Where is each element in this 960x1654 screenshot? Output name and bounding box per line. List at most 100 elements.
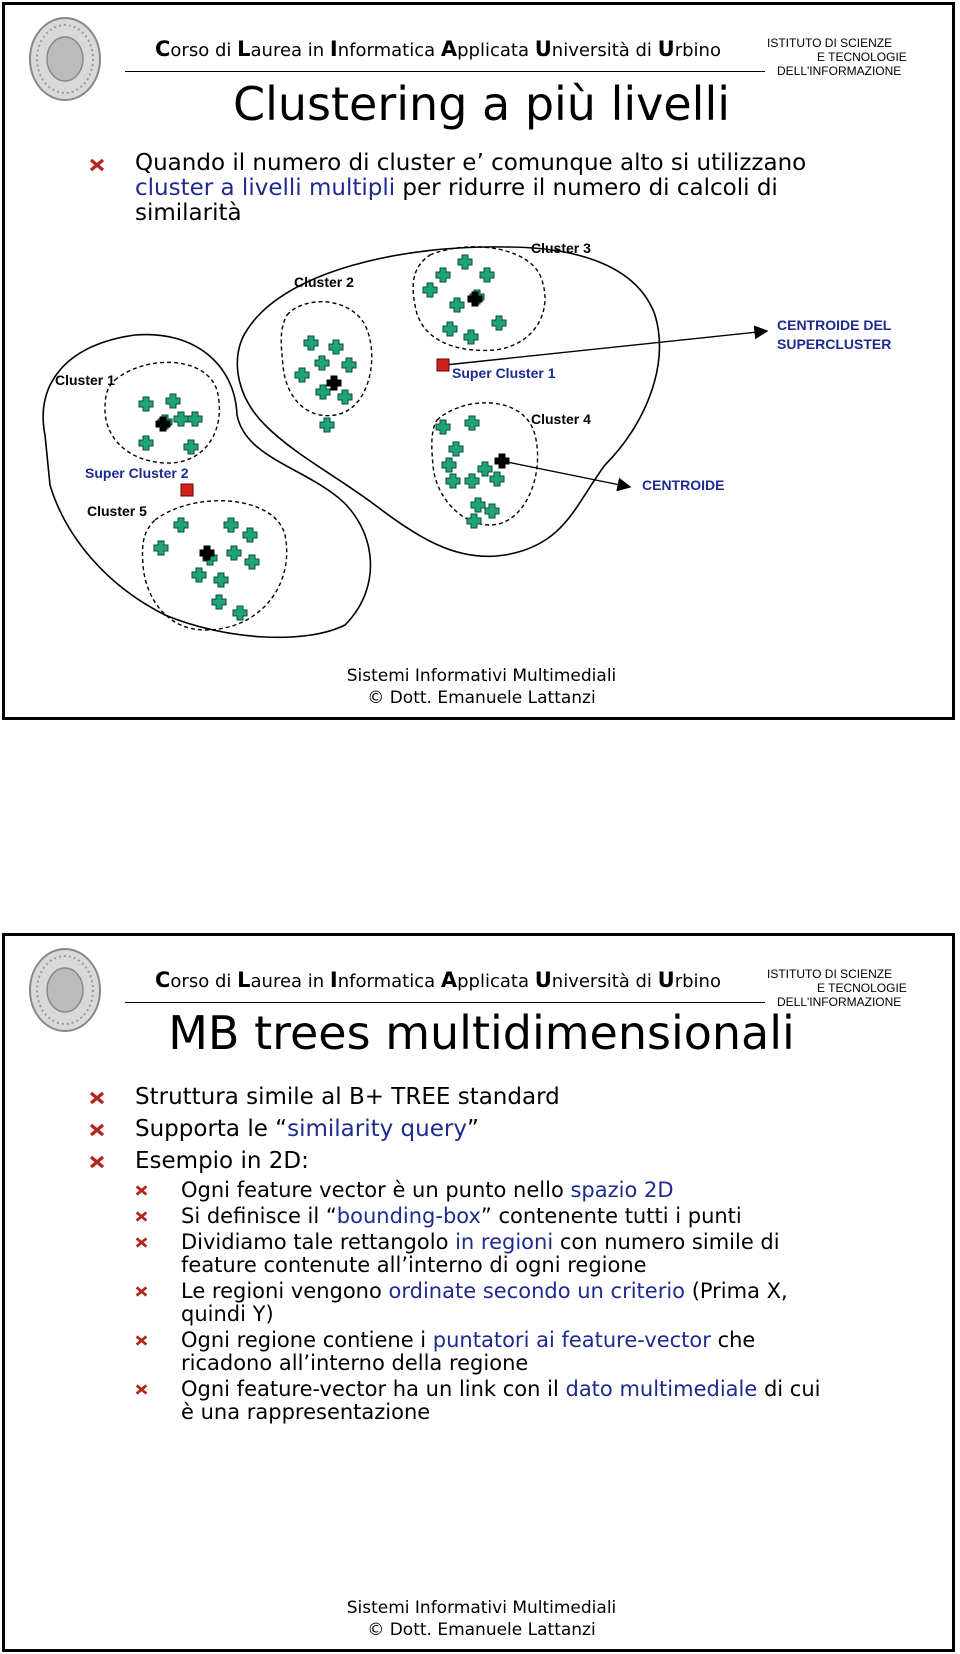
slide-title: Clustering a più livelli	[232, 77, 730, 131]
feature-point-icon	[223, 517, 239, 533]
super-cluster-1-label: Super Cluster 1	[452, 365, 556, 381]
university-seal-icon	[29, 948, 101, 1032]
feature-point-icon	[466, 513, 482, 529]
bullet-item: Struttura simile al B+ TREE standard	[89, 1081, 929, 1113]
cluster-2-label: Cluster 2	[294, 274, 354, 290]
centroid-icon	[326, 375, 342, 391]
centroide-label: CENTROIDE	[642, 477, 724, 493]
feature-point-icon	[491, 315, 507, 331]
feature-point-icon	[477, 461, 493, 477]
course-part: Università di	[534, 968, 658, 992]
super-cluster-1-outline	[236, 246, 661, 558]
super-centroid-arrow	[444, 325, 769, 366]
logo-line: ISTITUTO DI SCIENZE	[767, 36, 892, 50]
slide-1: Corso di Laurea in Informatica Applicata…	[2, 2, 955, 720]
feature-point-icon	[441, 457, 457, 473]
feature-point-icon	[442, 321, 458, 337]
sub-bullet-item: Dividiamo tale rettangolo in regioni con…	[135, 1231, 929, 1277]
sub-bullet-item: Ogni feature-vector ha un link con il da…	[135, 1378, 929, 1424]
super-cluster-2-centroid-icon	[180, 483, 194, 497]
cluster-2-outline	[280, 301, 373, 417]
cluster-5-label: Cluster 5	[87, 503, 147, 519]
feature-point-icon	[464, 415, 480, 431]
bullet-x-icon	[89, 1091, 105, 1105]
centroide-super-label-1: CENTROIDE DEL	[777, 317, 892, 333]
feature-point-icon	[183, 439, 199, 455]
feature-point-icon	[244, 554, 260, 570]
slide1-bullet: Quando il numero di cluster e’ comunque …	[89, 151, 909, 226]
slide2-bullet-list: Struttura simile al B+ TREE standard Sup…	[89, 1081, 929, 1427]
feature-point-icon	[138, 435, 154, 451]
sub-bullet-item: Ogni feature vector è un punto nello spa…	[135, 1179, 929, 1202]
feature-point-icon	[232, 605, 248, 621]
logo-line: DELL'INFORMAZIONE	[777, 64, 901, 78]
bullet-item: Esempio in 2D: Ogni feature vector è un …	[89, 1145, 929, 1424]
feature-points	[138, 254, 510, 621]
centroide-super-label-2: SUPERCLUSTER	[777, 336, 891, 352]
course-part: Corso di	[155, 37, 238, 61]
feature-point-icon	[211, 594, 227, 610]
course-part: Laurea in	[237, 37, 330, 61]
feature-point-icon	[464, 473, 480, 489]
centroid-arrow	[501, 460, 632, 492]
cluster-4-outline	[431, 402, 539, 526]
course-part: Applicata	[440, 37, 535, 61]
feature-point-icon	[449, 297, 465, 313]
course-part: Informatica	[329, 968, 441, 992]
feature-point-icon	[489, 471, 505, 487]
bullet-item: Supporta le “similarity query”	[89, 1113, 929, 1145]
feature-point-icon	[153, 540, 169, 556]
footer-author: © Dott. Emanuele Lattanzi	[367, 688, 596, 708]
feature-point-icon	[479, 267, 495, 283]
cluster-4-label: Cluster 4	[531, 411, 591, 427]
course-header: Corso di Laurea in Informatica Applicata…	[155, 37, 721, 61]
course-part: Corso di	[155, 968, 238, 992]
slide-2: Corso di Laurea in Informatica Applicata…	[2, 933, 955, 1652]
feature-point-icon	[457, 254, 473, 270]
sub-bullet-item: Ogni regione contiene i puntatori ai fea…	[135, 1329, 929, 1375]
centroid-icon	[467, 291, 483, 307]
bullet-x-icon	[89, 1155, 105, 1169]
feature-point-icon	[463, 329, 479, 345]
bullet-x-icon	[135, 1185, 148, 1196]
feature-point-icon	[337, 389, 353, 405]
cluster-1-outline	[104, 361, 221, 464]
feature-point-icon	[226, 545, 242, 561]
centroid-icon	[199, 545, 215, 561]
bullet-x-icon	[135, 1384, 148, 1395]
feature-point-icon	[435, 267, 451, 283]
footer-author: © Dott. Emanuele Lattanzi	[367, 1620, 596, 1640]
sub-bullet-list: Ogni feature vector è un punto nello spa…	[135, 1179, 929, 1424]
feature-point-icon	[314, 355, 330, 371]
institute-logo: ISTITUTO DI SCIENZE E TECNOLOGIE DELL'IN…	[767, 967, 907, 1009]
logo-line: E TECNOLOGIE	[817, 50, 907, 64]
header-rule	[125, 1002, 765, 1003]
feature-point-icon	[328, 339, 344, 355]
institute-logo: ISTITUTO DI SCIENZE E TECNOLOGIE DELL'IN…	[767, 36, 907, 78]
course-part: Università di	[534, 37, 658, 61]
course-part: Urbino	[657, 37, 721, 61]
super-cluster-1-centroid-icon	[436, 358, 450, 372]
feature-point-icon	[173, 517, 189, 533]
bullet-x-icon	[89, 158, 105, 172]
feature-point-icon	[448, 441, 464, 457]
header-rule	[125, 71, 765, 72]
bullet-x-icon	[135, 1335, 148, 1346]
feature-point-icon	[187, 411, 203, 427]
feature-point-icon	[445, 473, 461, 489]
course-part: Urbino	[657, 968, 721, 992]
feature-point-icon	[294, 367, 310, 383]
course-part: Laurea in	[237, 968, 330, 992]
university-seal-icon	[29, 17, 101, 101]
feature-point-icon	[435, 419, 451, 435]
feature-point-icon	[315, 384, 331, 400]
bullet-x-icon	[135, 1286, 148, 1297]
course-part: Informatica	[329, 37, 441, 61]
slide-title: MB trees multidimensionali	[168, 1006, 795, 1060]
cluster-3-outline	[412, 246, 546, 352]
course-header: Corso di Laurea in Informatica Applicata…	[155, 968, 721, 992]
feature-point-icon	[138, 396, 154, 412]
sub-bullet-item: Si definisce il “bounding-box” contenent…	[135, 1205, 929, 1228]
logo-line: E TECNOLOGIE	[817, 981, 907, 995]
super-cluster-2-outline	[42, 333, 372, 639]
